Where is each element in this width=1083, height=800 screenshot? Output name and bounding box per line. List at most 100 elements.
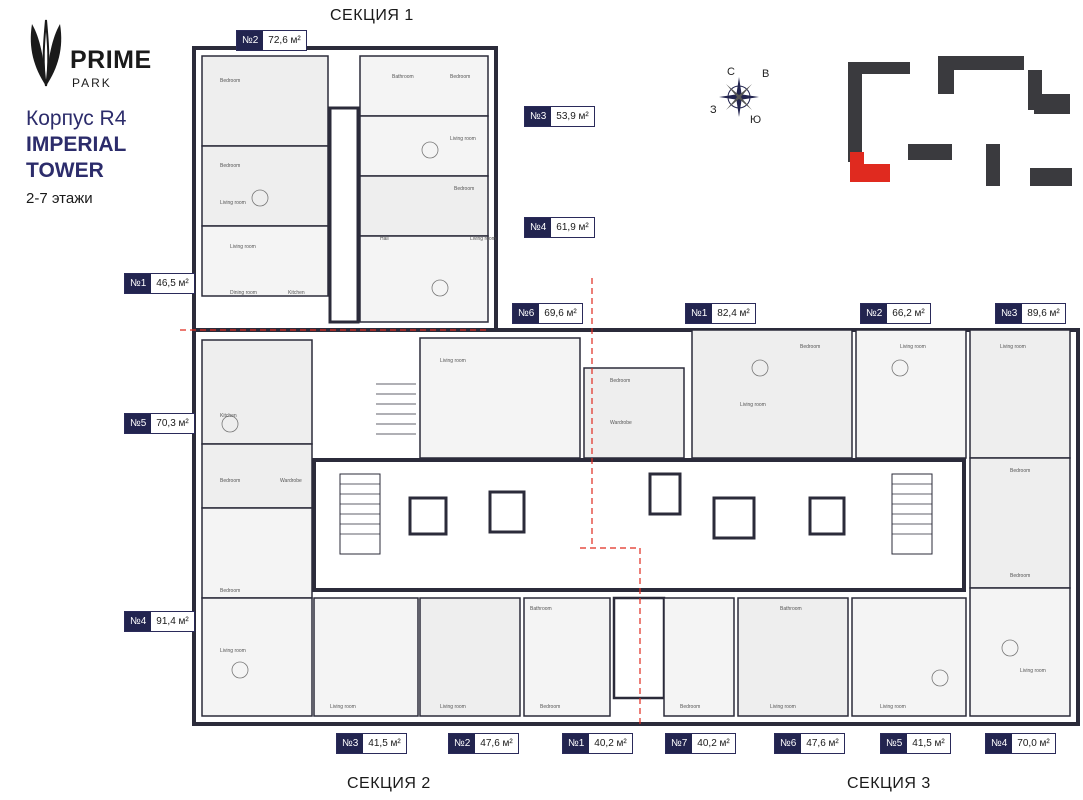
apartment-number: №7 <box>666 734 693 753</box>
apartment-tag[interactable]: №2 47,6 м² <box>448 733 519 754</box>
compass-east: В <box>762 68 770 80</box>
apartment-tag[interactable]: №2 66,2 м² <box>860 303 931 324</box>
apartment-area: 46,5 м² <box>156 278 189 289</box>
compass-south: Ю <box>750 114 762 126</box>
room-label: Living room <box>330 704 356 710</box>
room-label: Bedroom <box>1010 468 1031 474</box>
compass-north: С <box>727 66 735 78</box>
apartment-tag[interactable]: №1 40,2 м² <box>562 733 633 754</box>
apartment-area: 47,6 м² <box>480 738 513 749</box>
apartment-area: 61,9 м² <box>556 222 589 233</box>
building-corpus: Корпус R4 <box>26 107 127 130</box>
room-label: Wardrobe <box>280 478 302 484</box>
room-label: Living room <box>440 704 466 710</box>
room-label: Bedroom <box>220 588 241 594</box>
apartment-number: №2 <box>449 734 476 753</box>
section-2-label: СЕКЦИЯ 2 <box>347 775 431 792</box>
apartment-number: №3 <box>337 734 364 753</box>
apartment-area: 40,2 м² <box>697 738 730 749</box>
building-title: Корпус R4 IMPERIAL TOWER 2-7 этажи <box>26 106 126 207</box>
room-label: Bedroom <box>800 344 821 350</box>
room-label: Living room <box>230 244 256 250</box>
apartment-number: №4 <box>125 612 152 631</box>
apartment-tag[interactable]: №5 41,5 м² <box>880 733 951 754</box>
apartment-number: №5 <box>125 414 152 433</box>
apartment-tag[interactable]: №4 61,9 м² <box>524 217 595 238</box>
apartment-number: №4 <box>525 218 552 237</box>
room-label: Kitchen <box>220 413 237 419</box>
room-label: Bedroom <box>454 186 475 192</box>
building-name-line2: TOWER <box>26 159 104 182</box>
room-label: Dining room <box>230 290 257 296</box>
apartment-number: №1 <box>563 734 590 753</box>
room-label: Living room <box>220 200 246 206</box>
room-label: Bedroom <box>450 74 471 80</box>
room-label: Bedroom <box>680 704 701 710</box>
prime-park-logo: PRIME PARK <box>26 18 156 98</box>
room-label: Kitchen <box>288 290 305 296</box>
apartment-area: 72,6 м² <box>268 35 301 46</box>
apartment-area: 41,5 м² <box>368 738 401 749</box>
room-label: Wardrobe <box>610 420 632 426</box>
apartment-area: 47,6 м² <box>806 738 839 749</box>
apartment-tag[interactable]: №1 82,4 м² <box>685 303 756 324</box>
room-label: Living room <box>440 358 466 364</box>
floor-plan-drawing <box>180 46 1080 728</box>
apartment-tag[interactable]: №5 70,3 м² <box>124 413 195 434</box>
floor-plan: Bedroom Bedroom Living room Living room … <box>180 28 1083 728</box>
apartment-number: №3 <box>525 107 552 126</box>
apartment-area: 53,9 м² <box>556 111 589 122</box>
apartment-tag[interactable]: №3 41,5 м² <box>336 733 407 754</box>
apartment-tag[interactable]: №4 91,4 м² <box>124 611 195 632</box>
apartment-area: 70,3 м² <box>156 418 189 429</box>
compass-rose-icon <box>719 77 759 117</box>
apartment-number: №2 <box>861 304 888 323</box>
apartment-area: 82,4 м² <box>717 308 750 319</box>
apartment-tag[interactable]: №3 89,6 м² <box>995 303 1066 324</box>
apartment-area: 69,6 м² <box>544 308 577 319</box>
room-label: Living room <box>1000 344 1026 350</box>
site-plan-icon <box>848 56 1072 186</box>
site-plan-minimap <box>838 48 1078 198</box>
building-floors: 2-7 этажи <box>26 190 93 207</box>
room-label: Living room <box>900 344 926 350</box>
room-label: Bedroom <box>220 78 241 84</box>
apartment-area: 91,4 м² <box>156 616 189 627</box>
apartment-tag[interactable]: №7 40,2 м² <box>665 733 736 754</box>
apartment-number: №6 <box>775 734 802 753</box>
leaf-logo-icon <box>30 19 62 87</box>
apartment-area: 41,5 м² <box>912 738 945 749</box>
apartment-tag[interactable]: №1 46,5 м² <box>124 273 195 294</box>
building-name-line1: IMPERIAL <box>26 133 127 156</box>
room-label: Bathroom <box>392 74 414 80</box>
room-label: Hall <box>380 236 389 242</box>
apartment-area: 40,2 м² <box>594 738 627 749</box>
room-label: Bathroom <box>780 606 802 612</box>
apartment-tag[interactable]: №4 70,0 м² <box>985 733 1056 754</box>
apartment-tag[interactable]: №2 72,6 м² <box>236 30 307 51</box>
room-label: Living room <box>450 136 476 142</box>
apartment-number: №5 <box>881 734 908 753</box>
room-label: Bedroom <box>220 163 241 169</box>
room-label: Living room <box>220 648 246 654</box>
apartment-number: №1 <box>686 304 713 323</box>
apartment-area: 66,2 м² <box>892 308 925 319</box>
brand-name: PRIME <box>70 46 152 74</box>
apartment-area: 70,0 м² <box>1017 738 1050 749</box>
room-label: Living room <box>1020 668 1046 674</box>
room-label: Living room <box>470 236 496 242</box>
section-3-label: СЕКЦИЯ 3 <box>847 775 931 792</box>
brand-sub: PARK <box>72 76 112 90</box>
compass: С В З Ю <box>704 62 774 132</box>
room-label: Bathroom <box>530 606 552 612</box>
room-label: Bedroom <box>220 478 241 484</box>
apartment-tag[interactable]: №3 53,9 м² <box>524 106 595 127</box>
apartment-number: №3 <box>996 304 1023 323</box>
compass-west: З <box>710 104 717 116</box>
apartment-tag[interactable]: №6 69,6 м² <box>512 303 583 324</box>
room-label: Living room <box>740 402 766 408</box>
room-label: Living room <box>880 704 906 710</box>
apartment-number: №2 <box>237 31 264 50</box>
section-1-label: СЕКЦИЯ 1 <box>330 7 414 24</box>
apartment-tag[interactable]: №6 47,6 м² <box>774 733 845 754</box>
